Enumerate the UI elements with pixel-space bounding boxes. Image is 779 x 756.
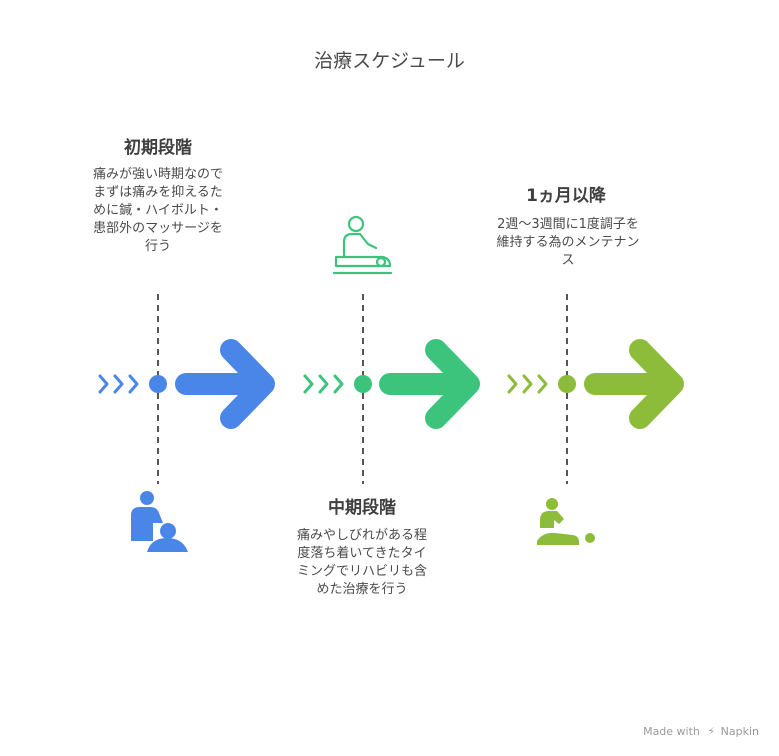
phase-2-chevrons [303, 374, 344, 394]
phase-3-chevrons [507, 374, 548, 394]
phase-1-chevrons [98, 374, 139, 394]
made-with-napkin-footer[interactable]: Made with ⚡ Napkin [643, 725, 759, 738]
phase-1-dot [149, 375, 167, 393]
phase-2-description: 痛みやしびれがある程度落ち着いてきたタイミングでリハビリも含めた治療を行う [296, 528, 427, 597]
massage-therapy-icon [332, 215, 393, 275]
phase-1-description: 痛みが強い時期なのでまずは痛みを抑えるために鍼・ハイボルト・患部外のマッサージを… [92, 167, 223, 254]
phase-1-arrow [175, 339, 275, 429]
caregiver-patient-icon [131, 491, 188, 552]
phase-3-description: 2週〜3週間に1度調子を維持する為のメンテナンス [496, 217, 640, 268]
diagram-title: 治療スケジュール [314, 50, 465, 72]
phase-3-title: 1ヵ月以降 [526, 186, 606, 206]
napkin-brand: Napkin [720, 725, 759, 738]
phase-2-title: 中期段階 [328, 498, 396, 518]
phase-2-dot [354, 375, 372, 393]
phase-3-arrow [584, 339, 684, 429]
phase-3-dot [558, 375, 576, 393]
phase-1-title: 初期段階 [124, 138, 192, 158]
maintenance-massage-icon [537, 498, 595, 545]
napkin-logo-icon: ⚡ [707, 725, 716, 738]
made-with-label: Made with [643, 725, 700, 738]
phase-2-arrow [379, 339, 480, 429]
